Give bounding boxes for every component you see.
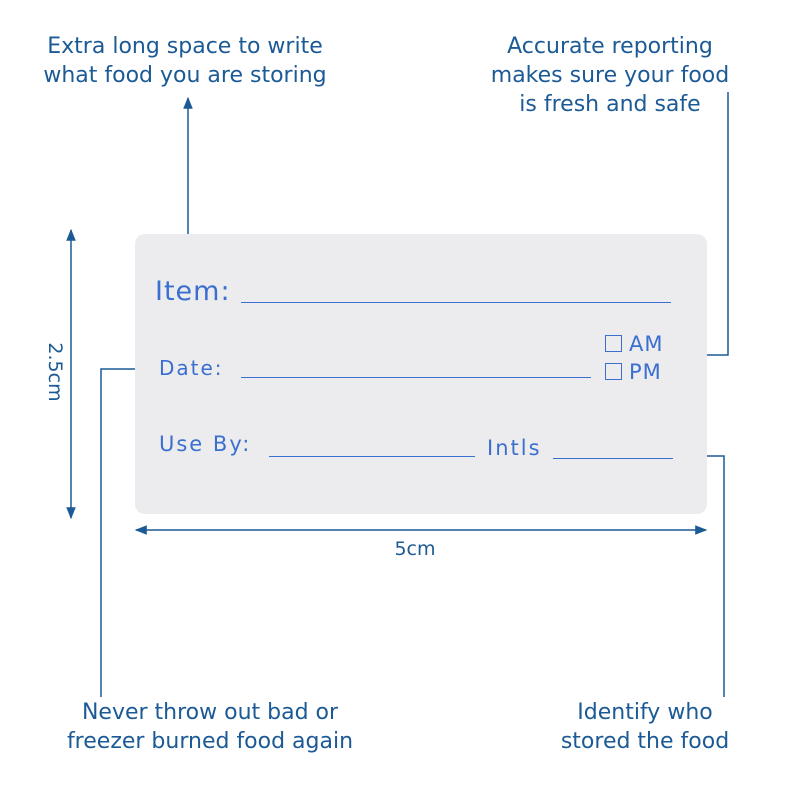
callout-line: Identify who	[577, 700, 713, 725]
callout-line: stored the food	[560, 729, 730, 754]
callout-identify-storer: Identify who stored the food	[500, 698, 790, 756]
width-dimension-label: 5cm	[394, 538, 436, 560]
callout-line: Extra long space to write	[47, 34, 323, 59]
pm-option: PM	[605, 360, 662, 384]
pm-text: PM	[629, 360, 662, 384]
use-by-field-label: Use By:	[159, 432, 252, 456]
use-by-write-line	[269, 456, 475, 457]
callout-line: makes sure your food	[490, 63, 730, 88]
height-dimension-label: 2.5cm	[44, 342, 66, 402]
am-option: AM	[605, 332, 663, 356]
callout-accurate-reporting: Accurate reporting makes sure your food …	[440, 32, 780, 119]
date-write-line	[241, 377, 591, 378]
callout-item-space: Extra long space to write what food you …	[0, 32, 370, 90]
item-field-label: Item:	[155, 276, 231, 307]
callout-line: what food you are storing	[43, 63, 327, 88]
callout-freezer-burn: Never throw out bad or freezer burned fo…	[0, 698, 420, 756]
pm-checkbox-icon	[605, 363, 622, 380]
initials-field-label: Intls	[487, 436, 542, 460]
callout-line: Never throw out bad or	[81, 700, 339, 725]
am-checkbox-icon	[605, 335, 622, 352]
callout-line: Accurate reporting	[507, 34, 713, 59]
item-write-line	[241, 302, 671, 303]
food-label: Item: Date: AM PM Use By: Intls	[135, 234, 707, 514]
date-field-label: Date:	[159, 356, 224, 380]
callout-line: is fresh and safe	[519, 92, 701, 117]
callout-line: freezer burned food again	[66, 729, 354, 754]
am-text: AM	[629, 332, 664, 356]
initials-write-line	[553, 458, 673, 459]
